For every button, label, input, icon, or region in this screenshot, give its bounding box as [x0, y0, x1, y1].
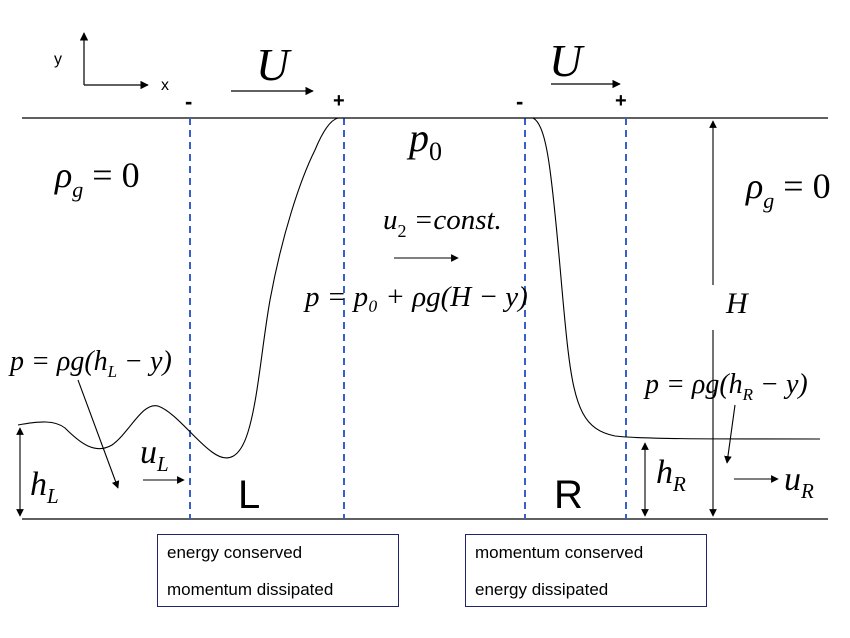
pressure-left-pointer: [77, 379, 120, 489]
interface-curve: [17, 117, 821, 459]
region-label-right: R: [554, 473, 583, 517]
left-conservation-box: energy conserved momentum dissipated: [157, 534, 399, 607]
sign-right-plus: +: [615, 90, 627, 112]
right-conservation-box: momentum conserved energy dissipated: [465, 534, 707, 607]
right-box-line2: energy dissipated: [475, 580, 609, 599]
label-pressure-middle: p = p₀ + ρg(H − y): [303, 281, 528, 313]
pressure-right-pointer: [724, 404, 736, 464]
label-pressure-left: p = ρg(hL − y): [8, 346, 172, 381]
label-uL: uL: [140, 434, 169, 476]
velocity-u-right: U: [549, 35, 585, 86]
velocity-u-left: U: [256, 39, 292, 90]
label-uR: uR: [784, 461, 814, 503]
sign-left-plus: +: [333, 90, 345, 112]
label-u2-const: u2 =const.: [383, 204, 502, 241]
label-hR: hR: [656, 454, 686, 496]
left-box-line2: momentum dissipated: [167, 580, 334, 599]
label-H: H: [725, 287, 750, 320]
right-box-line1: momentum conserved: [475, 543, 644, 562]
region-label-left: L: [238, 473, 260, 517]
left-box-line1: energy conserved: [167, 543, 303, 562]
sign-left-minus: -: [185, 89, 192, 114]
label-rho-g-right: ρg = 0: [745, 166, 831, 213]
y-axis-label: y: [54, 51, 62, 68]
sign-right-minus: -: [516, 89, 523, 114]
x-axis-label: x: [161, 77, 169, 94]
label-pressure-right: p = ρg(hR − y): [643, 369, 808, 404]
label-rho-g-left: ρg = 0: [54, 155, 140, 202]
label-hL: hL: [30, 466, 59, 508]
label-p0: p0: [406, 115, 442, 166]
